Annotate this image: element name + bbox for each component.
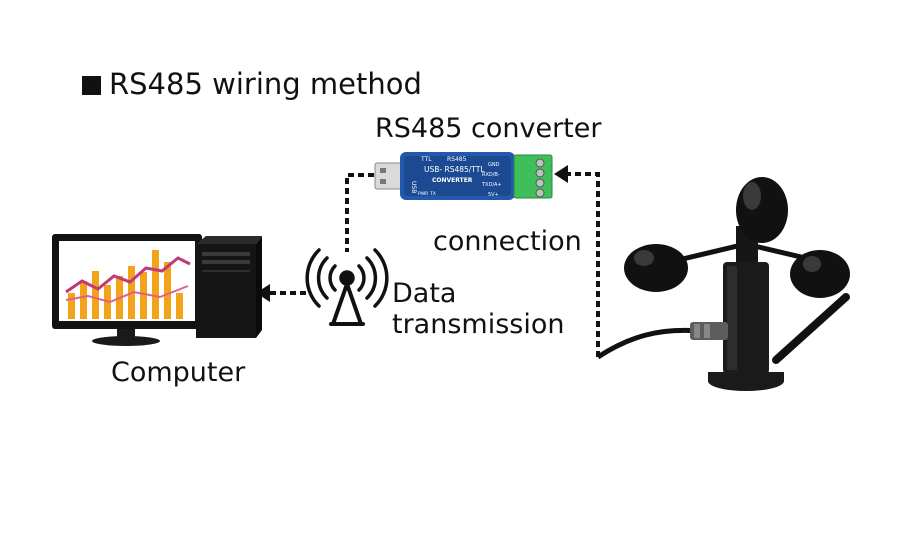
monitor-chart-line	[65, 256, 191, 294]
antenna-icon	[305, 248, 389, 326]
pin-label-rxd: RXD/B-	[482, 172, 500, 178]
pc-tower	[196, 244, 256, 338]
dashed-line-converter-to-antenna	[345, 173, 374, 252]
heading-title: RS485 wiring method	[109, 67, 422, 101]
pwr-label: PWR	[418, 191, 428, 197]
label-data: Data	[392, 278, 457, 309]
usb-vertical-label: USB	[410, 181, 417, 193]
terminal-block	[513, 154, 553, 199]
label-rs485-converter: RS485 converter	[375, 113, 602, 144]
label-computer: Computer	[111, 357, 246, 388]
converter-line2: CONVERTER	[432, 177, 473, 184]
anemometer-cup-left	[624, 244, 688, 292]
label-transmission: transmission	[392, 309, 565, 340]
rs485-label: RS485	[447, 156, 467, 163]
page-heading: RS485 wiring method	[82, 64, 422, 104]
anemometer-sensor	[596, 177, 850, 391]
converter-line1: USB- RS485/TTL	[424, 165, 485, 174]
monitor-stand	[92, 336, 160, 346]
heading-bullet-square	[82, 76, 101, 95]
ttl-label: TTL	[420, 156, 432, 163]
pin-label-5v: 5V+	[488, 192, 499, 198]
tx-label: TX	[429, 191, 436, 197]
sensor-cable	[596, 327, 701, 360]
pin-label-gnd: GND	[488, 162, 500, 168]
dashed-line-sensor-to-converter	[566, 172, 600, 357]
computer-icon	[52, 234, 262, 346]
dashed-lines	[266, 172, 600, 357]
usb-plug	[374, 162, 404, 190]
sensor-antenna	[772, 293, 850, 364]
pin-label-txd: TXD/A+	[481, 182, 502, 188]
label-connection: connection	[433, 226, 582, 257]
arrow-head-to-converter	[554, 165, 568, 183]
arrow-head-to-computer	[256, 284, 270, 302]
anemometer-cup-top	[736, 177, 788, 243]
usb-rs485-converter: TTL RS485 USB- RS485/TTL CONVERTER USB P…	[374, 152, 553, 200]
anemometer-cup-right	[790, 250, 850, 298]
